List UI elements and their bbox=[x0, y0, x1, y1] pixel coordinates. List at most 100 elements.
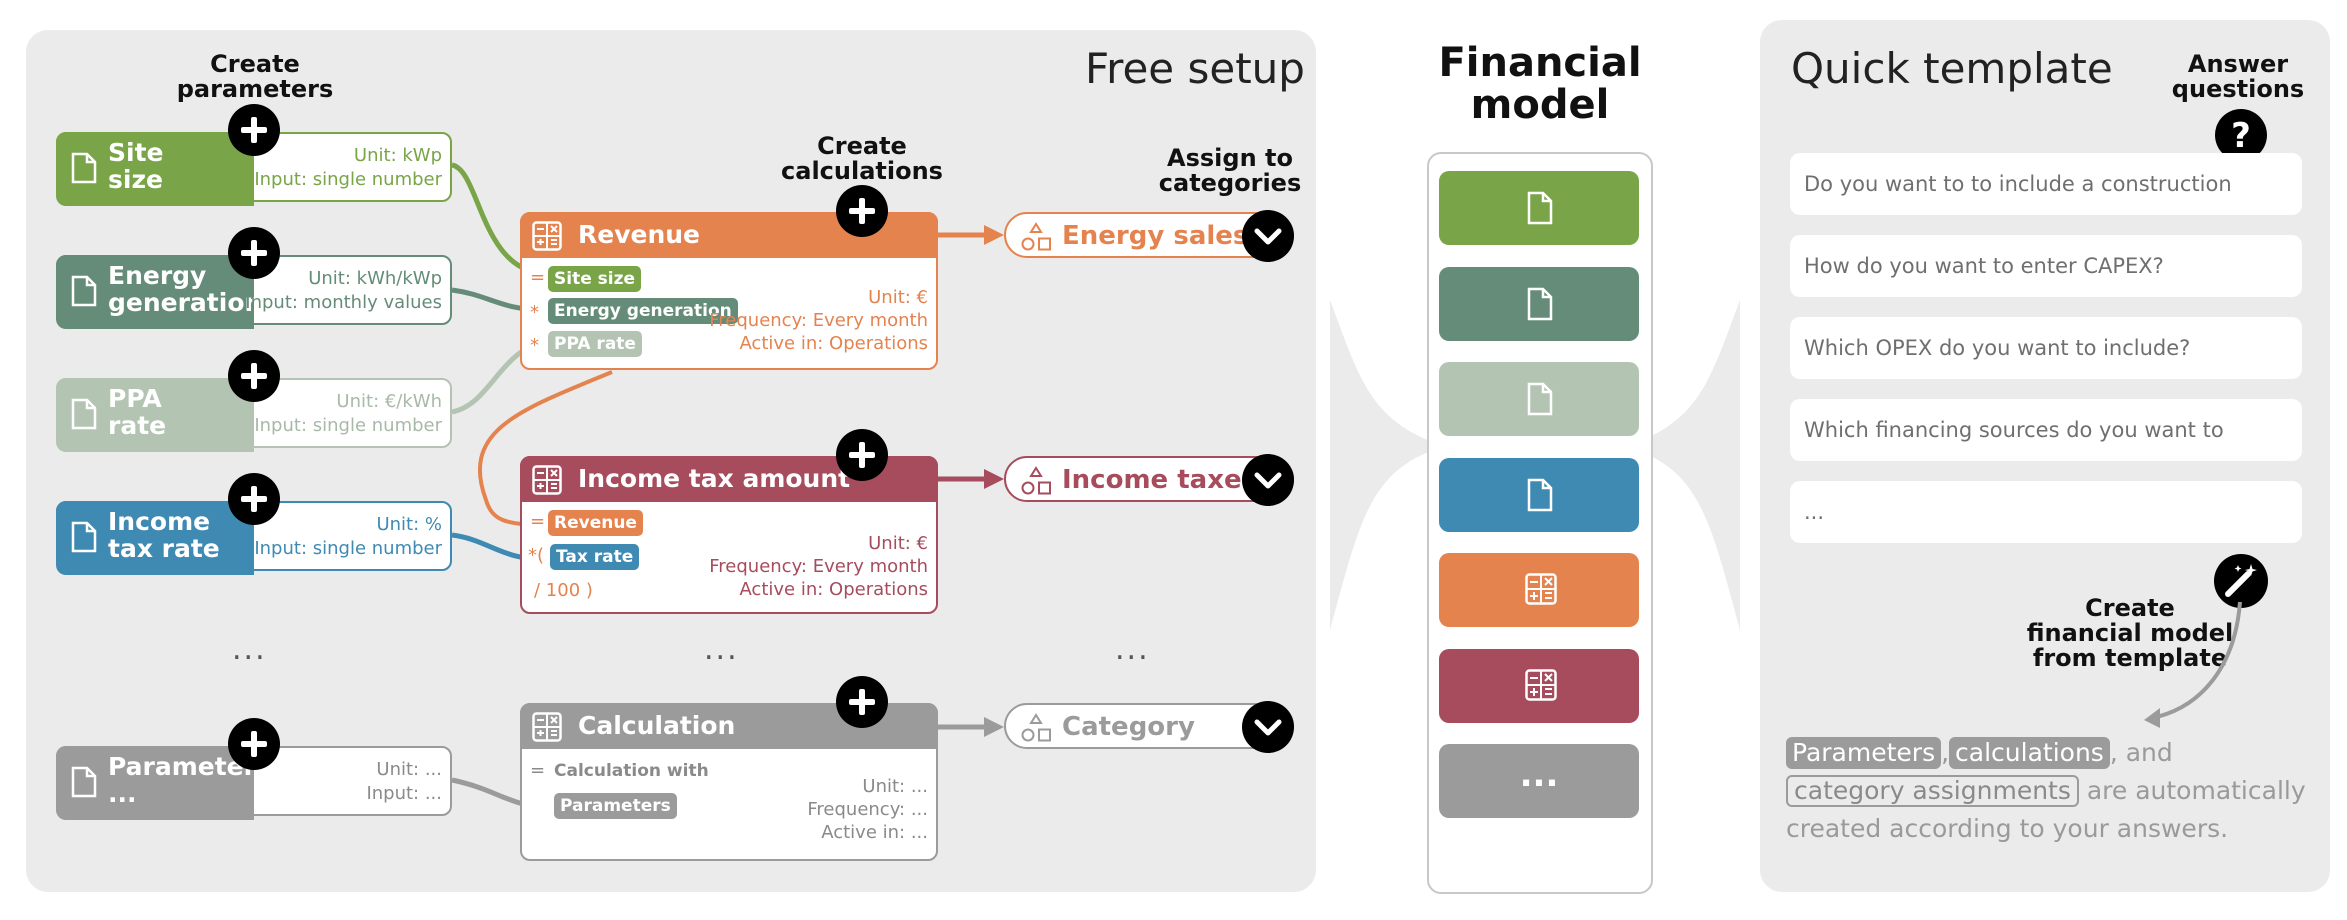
model-item-more[interactable]: ... bbox=[1439, 744, 1639, 818]
model-item-ppa-rate[interactable] bbox=[1439, 362, 1639, 436]
ellipsis: ... bbox=[1115, 632, 1150, 667]
quick-template-title: Quick template bbox=[1791, 44, 2113, 93]
parameter-input: Input: ... bbox=[366, 783, 442, 804]
calculator-icon bbox=[532, 712, 562, 742]
parameter-input: Input: single number bbox=[254, 169, 442, 190]
document-icon bbox=[1527, 382, 1553, 416]
calculator-icon bbox=[1525, 669, 1557, 701]
result-text: are automatically created according to y… bbox=[1786, 776, 2306, 843]
category-name: Energy sales bbox=[1062, 221, 1249, 251]
model-item-revenue[interactable] bbox=[1439, 553, 1639, 627]
chevron-down-icon[interactable] bbox=[1242, 701, 1294, 753]
calculation-unit: Unit: € bbox=[868, 287, 928, 308]
parameter-name: Site size bbox=[108, 138, 164, 194]
parameter-unit: Unit: % bbox=[376, 514, 442, 535]
assign-categories-label: Assign to categories bbox=[1158, 144, 1302, 197]
parameter-name: Energy generation bbox=[108, 261, 263, 317]
parameters-chip: Parameters bbox=[1786, 737, 1942, 769]
chip-ppa-rate[interactable]: PPA rate bbox=[548, 331, 642, 357]
calculation-frequency: Frequency: Every month bbox=[709, 556, 928, 577]
ellipsis: ... bbox=[704, 632, 739, 667]
create-calculations-label: Create calculations bbox=[781, 132, 943, 185]
category-energy-sales[interactable]: Energy sales bbox=[1004, 210, 1294, 262]
add-parameter-button[interactable] bbox=[228, 473, 280, 525]
calculations-chip: calculations bbox=[1949, 737, 2110, 769]
question-opex[interactable]: Which OPEX do you want to include? bbox=[1790, 317, 2302, 379]
document-icon bbox=[1527, 287, 1553, 321]
add-parameter-button[interactable] bbox=[228, 227, 280, 279]
calculation-card-generic[interactable]: Calculation = Calculation with Parameter… bbox=[520, 703, 938, 861]
document-icon bbox=[71, 152, 97, 184]
calculation-title: Calculation bbox=[578, 711, 736, 740]
operator: *( bbox=[528, 545, 545, 566]
chevron-down-icon[interactable] bbox=[1242, 454, 1294, 506]
ellipsis: ... bbox=[232, 632, 267, 667]
calculation-active: Active in: Operations bbox=[739, 579, 928, 600]
separator: , bbox=[1941, 738, 1950, 767]
result-description: Parameters,calculations, and category as… bbox=[1786, 734, 2306, 848]
model-item-income-tax-rate[interactable] bbox=[1439, 458, 1639, 532]
calculation-unit: Unit: € bbox=[868, 533, 928, 554]
calculator-icon bbox=[532, 221, 562, 251]
category-generic[interactable]: Category bbox=[1004, 701, 1294, 753]
chip-tax-rate[interactable]: Tax rate bbox=[550, 544, 640, 570]
question-financing[interactable]: Which financing sources do you want to i… bbox=[1790, 399, 2302, 504]
calculator-icon bbox=[1525, 573, 1557, 605]
operator: * bbox=[530, 302, 539, 323]
calculation-frequency: Frequency: ... bbox=[807, 799, 928, 820]
calculation-active: Active in: Operations bbox=[739, 333, 928, 354]
parameter-unit: Unit: €/kWh bbox=[336, 391, 442, 412]
chip-energy-generation[interactable]: Energy generation bbox=[548, 298, 738, 324]
calculation-title: Income tax amount bbox=[578, 464, 851, 493]
parameter-input: Input: single number bbox=[254, 415, 442, 436]
model-item-energy-generation[interactable] bbox=[1439, 267, 1639, 341]
answer-questions-label: Answer questions bbox=[2171, 50, 2305, 103]
document-icon bbox=[71, 398, 97, 430]
question-capex[interactable]: How do you want to enter CAPEX? bbox=[1790, 235, 2302, 297]
svg-text:?: ? bbox=[2231, 116, 2251, 156]
calculation-card-income-tax[interactable]: Income tax amount = Revenue *( Tax rate … bbox=[520, 456, 938, 614]
question-more[interactable]: ... bbox=[1790, 481, 2302, 543]
calculation-unit: Unit: ... bbox=[862, 776, 928, 797]
parameter-input: Input: monthly values bbox=[245, 292, 442, 313]
chip-parameters[interactable]: Parameters bbox=[554, 793, 677, 819]
add-calculation-button[interactable] bbox=[836, 429, 888, 481]
document-icon bbox=[1527, 191, 1553, 225]
model-item-site-size[interactable] bbox=[1439, 171, 1639, 245]
add-calculation-button[interactable] bbox=[836, 676, 888, 728]
model-item-income-tax[interactable] bbox=[1439, 649, 1639, 723]
operator: * bbox=[530, 335, 539, 356]
shapes-icon bbox=[1021, 713, 1051, 742]
add-parameter-button[interactable] bbox=[228, 718, 280, 770]
chevron-down-icon[interactable] bbox=[1242, 210, 1294, 262]
document-icon bbox=[71, 275, 97, 307]
calculator-icon bbox=[532, 465, 562, 495]
shapes-icon bbox=[1021, 466, 1051, 495]
add-calculation-button[interactable] bbox=[836, 185, 888, 237]
chip-revenue[interactable]: Revenue bbox=[548, 510, 643, 536]
category-assignments-chip: category assignments bbox=[1786, 775, 2079, 807]
free-setup-title: Free setup bbox=[1085, 44, 1305, 93]
calculation-card-revenue[interactable]: Revenue = Site size * Energy generation … bbox=[520, 212, 938, 370]
parameter-unit: Unit: kWh/kWp bbox=[308, 268, 442, 289]
category-name: Category bbox=[1062, 712, 1195, 742]
chip-site-size[interactable]: Site size bbox=[548, 266, 642, 292]
operator: = bbox=[530, 760, 546, 781]
create-from-template-label: Create financial model from template bbox=[2026, 594, 2234, 672]
question-construction-phase[interactable]: Do you want to to include a construction… bbox=[1790, 153, 2302, 258]
operator: = bbox=[530, 267, 546, 288]
financial-model-title: Financial model bbox=[1438, 40, 1642, 128]
document-icon bbox=[71, 766, 97, 798]
operator: = bbox=[530, 511, 546, 532]
calculation-frequency: Frequency: Every month bbox=[709, 310, 928, 331]
parameter-name: Income tax rate bbox=[108, 507, 220, 563]
category-income-taxes[interactable]: Income taxes bbox=[1004, 454, 1294, 506]
parameter-unit: Unit: ... bbox=[376, 759, 442, 780]
document-icon bbox=[1527, 478, 1553, 512]
add-parameter-button[interactable] bbox=[228, 350, 280, 402]
create-parameters-label: Create parameters bbox=[176, 50, 334, 103]
magic-wand-icon bbox=[2214, 554, 2268, 608]
curved-arrow bbox=[2144, 601, 2242, 728]
add-parameter-button[interactable] bbox=[228, 104, 280, 156]
parameter-input: Input: single number bbox=[254, 538, 442, 559]
